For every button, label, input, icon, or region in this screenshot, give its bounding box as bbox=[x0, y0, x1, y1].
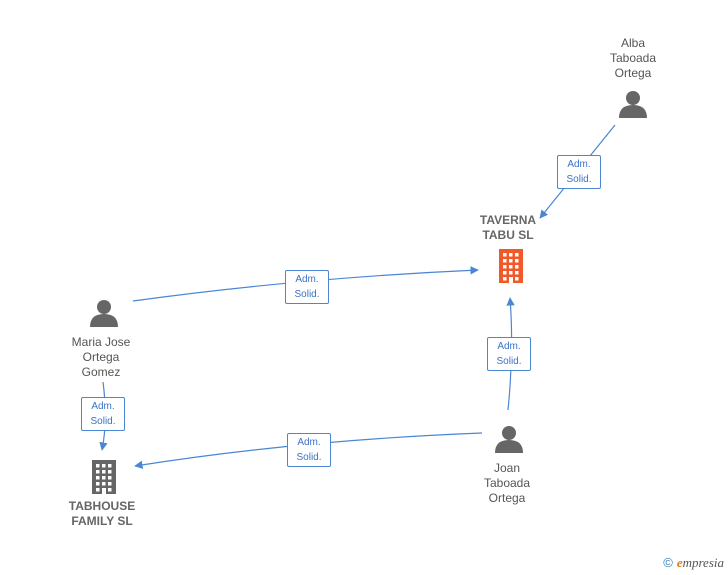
person-icon-alba[interactable] bbox=[619, 91, 647, 118]
node-label-alba[interactable]: Alba Taboada Ortega bbox=[609, 36, 657, 80]
node-label-maria[interactable]: Maria Jose Ortega Gomez bbox=[71, 335, 131, 379]
edge-label-maria-to-tabhouse[interactable]: Adm. Solid. bbox=[81, 397, 125, 431]
empresia-watermark: ©empresia bbox=[663, 555, 724, 571]
edge-label-joan-to-tabhouse[interactable]: Adm. Solid. bbox=[287, 433, 331, 467]
person-icon-maria[interactable] bbox=[90, 300, 118, 327]
node-label-tabhouse[interactable]: TABHOUSE FAMILY SL bbox=[68, 499, 136, 528]
edge-label-joan-to-taverna[interactable]: Adm. Solid. bbox=[487, 337, 531, 371]
edge-label-maria-to-taverna[interactable]: Adm. Solid. bbox=[285, 270, 329, 304]
building-icon-tabhouse[interactable] bbox=[92, 460, 116, 494]
building-icon-taverna[interactable] bbox=[499, 249, 523, 283]
node-label-taverna[interactable]: TAVERNA TABU SL bbox=[479, 213, 537, 242]
edge-label-alba-to-taverna[interactable]: Adm. Solid. bbox=[557, 155, 601, 189]
brand-logo: empresia bbox=[676, 555, 724, 570]
copyright-icon: © bbox=[663, 555, 673, 570]
person-icon-joan[interactable] bbox=[495, 426, 523, 453]
node-label-joan[interactable]: Joan Taboada Ortega bbox=[483, 461, 531, 505]
